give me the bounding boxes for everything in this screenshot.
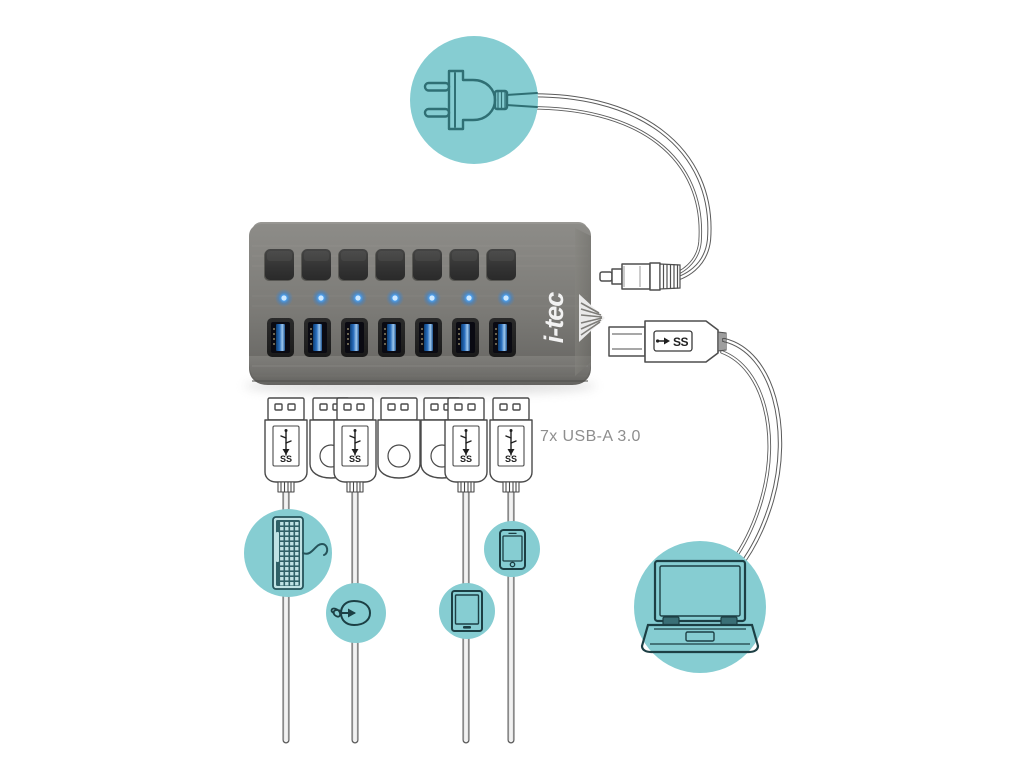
usb-a-plug-4 [377, 397, 421, 479]
dc-jack-collar [649, 262, 661, 291]
usb-b-shell [608, 326, 646, 357]
usb-port-row[interactable] [267, 318, 516, 357]
dc-jack-barrel [621, 263, 651, 290]
mouse-icon [330, 599, 372, 627]
usb-port-1[interactable] [267, 318, 294, 357]
power-plug-circle [410, 36, 538, 164]
peripheral-tablet[interactable] [439, 583, 495, 639]
usb-a-plug-row: SS SS [264, 397, 533, 493]
peripheral-laptop[interactable] [634, 541, 766, 673]
power-switch-2[interactable] [301, 249, 331, 281]
power-switch-3[interactable] [338, 249, 368, 281]
laptop-icon [640, 559, 760, 654]
led-indicator-6 [460, 289, 478, 307]
keyboard-icon [272, 516, 329, 590]
peripheral-power-plug[interactable] [410, 36, 538, 164]
power-switch-1[interactable] [264, 249, 294, 281]
ports-label: 7x USB-A 3.0 [540, 428, 641, 445]
usb-a-plug-7: SS [489, 397, 533, 493]
laptop-circle [634, 541, 766, 673]
power-plug-icon [423, 69, 538, 131]
usb-a-plug-3: SS [333, 397, 377, 493]
svg-text:SS: SS [460, 454, 472, 464]
power-cable [509, 93, 712, 284]
smartphone-icon [499, 529, 526, 570]
led-indicator-7 [497, 289, 515, 307]
usb-port-2[interactable] [304, 318, 331, 357]
svg-text:SS: SS [349, 454, 361, 464]
dc-power-jack [599, 262, 681, 291]
svg-text:SS: SS [280, 454, 292, 464]
led-indicator-1 [275, 289, 293, 307]
led-indicator-5 [423, 289, 441, 307]
power-switch-4[interactable] [375, 249, 405, 281]
power-switch-row[interactable] [264, 249, 516, 281]
brand-logo: i-tec [539, 292, 605, 344]
peripheral-smartphone[interactable] [484, 521, 540, 577]
usb-hub-device[interactable]: i-tec [244, 222, 605, 395]
usb-a-plug-1: SS [264, 397, 308, 493]
peripheral-keyboard[interactable] [244, 509, 332, 597]
brand-logo-mark [579, 294, 605, 342]
usb-port-6[interactable] [452, 318, 479, 357]
power-switch-5[interactable] [412, 249, 442, 281]
usb-ss-logo: SS [653, 330, 693, 352]
usb-port-4[interactable] [378, 318, 405, 357]
peripheral-mouse[interactable] [326, 583, 386, 643]
led-indicator-2 [312, 289, 330, 307]
led-indicator-4 [386, 289, 404, 307]
usb-port-7[interactable] [489, 318, 516, 357]
tablet-icon [451, 590, 483, 632]
usb-port-5[interactable] [415, 318, 442, 357]
brand-logo-text: i-tec [539, 292, 569, 344]
usb-port-3[interactable] [341, 318, 368, 357]
power-switch-7[interactable] [486, 249, 516, 281]
hub-bottom-lip [249, 356, 591, 385]
dc-jack-tip [599, 271, 613, 282]
usb-b-connector: SS [608, 320, 727, 363]
usb-a-plug-6: SS [444, 397, 488, 493]
svg-text:SS: SS [673, 335, 689, 349]
led-indicator-3 [349, 289, 367, 307]
power-switch-6[interactable] [449, 249, 479, 281]
svg-text:SS: SS [505, 454, 517, 464]
led-indicator-row [275, 289, 515, 307]
dc-jack-neck [611, 268, 623, 285]
